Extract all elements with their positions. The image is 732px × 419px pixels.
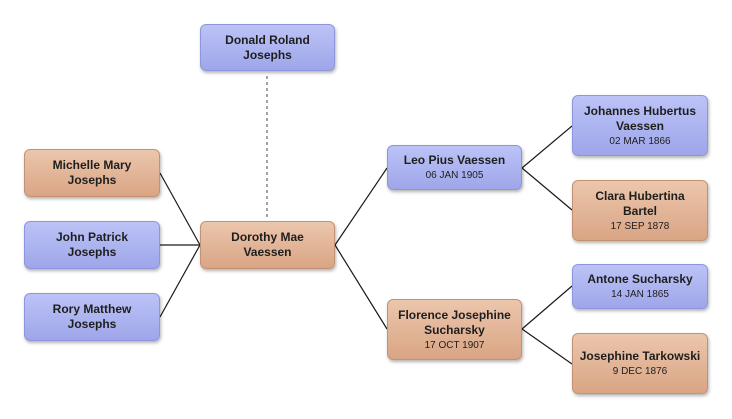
person-florence[interactable]: Florence Josephine Sucharsky 17 OCT 1907: [387, 299, 522, 360]
child-connector-rory: [159, 244, 201, 318]
person-name: Leo Pius Vaessen: [403, 153, 506, 167]
parent-connector-clara: [521, 167, 573, 211]
person-date: 14 JAN 1865: [611, 289, 669, 300]
person-john[interactable]: John Patrick Josephs: [24, 221, 160, 269]
person-date: 9 DEC 1876: [612, 366, 668, 377]
person-name: Florence Josephine Sucharsky: [398, 307, 511, 337]
person-name: Antone Sucharsky: [587, 272, 693, 286]
person-date: 06 JAN 1905: [425, 170, 484, 181]
person-name: Michelle Mary Josephs: [52, 158, 132, 187]
person-leo[interactable]: Leo Pius Vaessen 06 JAN 1905: [387, 145, 522, 190]
person-donald[interactable]: Donald Roland Josephs: [200, 24, 335, 71]
parent-connector-josephine: [521, 328, 573, 365]
child-connector-michelle: [159, 172, 201, 246]
person-date: 02 MAR 1866: [609, 135, 671, 147]
person-antone[interactable]: Antone Sucharsky 14 JAN 1865: [572, 264, 708, 309]
person-name: Johannes Hubertus Vaessen: [583, 103, 697, 133]
person-josephine[interactable]: Josephine Tarkowski 9 DEC 1876: [572, 333, 708, 394]
person-name: Clara Hubertina Bartel: [595, 188, 685, 218]
person-name: Dorothy Mae Vaessen: [231, 230, 304, 259]
person-dorothy[interactable]: Dorothy Mae Vaessen: [200, 221, 335, 269]
person-michelle[interactable]: Michelle Mary Josephs: [24, 149, 160, 197]
person-clara[interactable]: Clara Hubertina Bartel 17 SEP 1878: [572, 180, 708, 241]
person-name: Rory Matthew Josephs: [52, 302, 132, 331]
person-name: Donald Roland Josephs: [225, 32, 310, 62]
parent-connector-florence: [334, 244, 388, 330]
person-name: John Patrick Josephs: [55, 230, 129, 259]
person-date: 17 OCT 1907: [424, 339, 485, 351]
person-date: 17 SEP 1878: [610, 220, 670, 232]
parent-connector-antone: [521, 285, 573, 330]
person-name: Josephine Tarkowski: [579, 349, 701, 363]
person-johannes[interactable]: Johannes Hubertus Vaessen 02 MAR 1866: [572, 95, 708, 156]
person-rory[interactable]: Rory Matthew Josephs: [24, 293, 160, 341]
parent-connector-johannes: [521, 125, 573, 169]
parent-connector-leo: [334, 167, 388, 246]
